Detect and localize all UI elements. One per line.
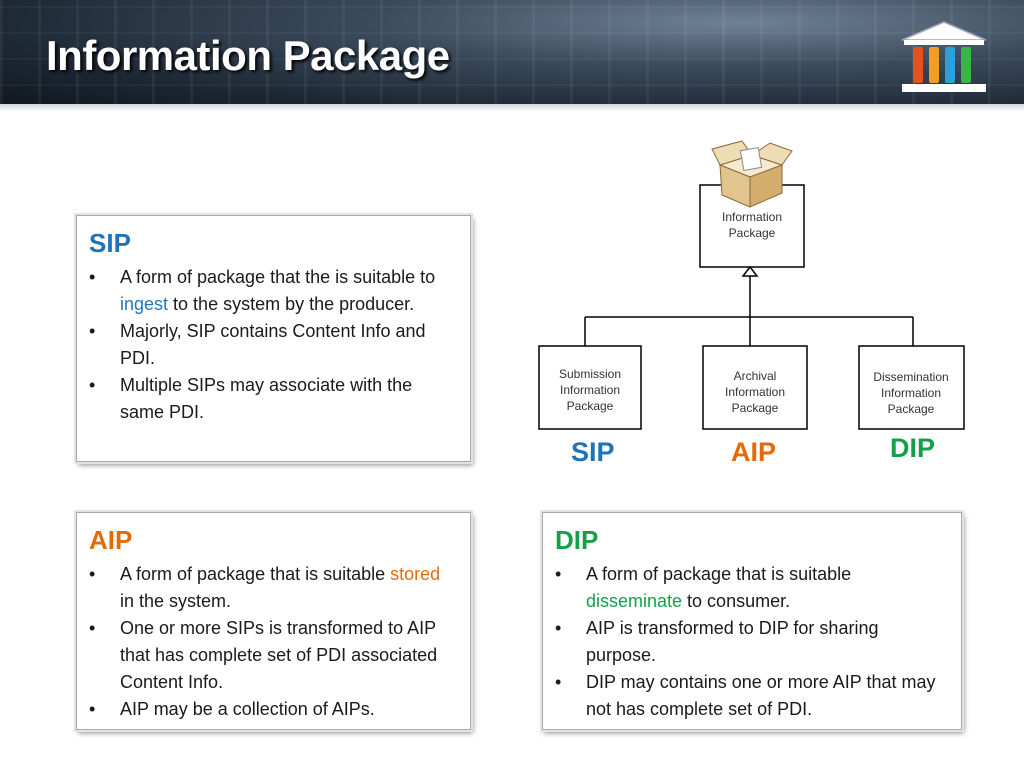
stored-highlight: stored xyxy=(390,564,441,584)
dip-description-box: DIP •A form of package that is suitable … xyxy=(542,512,962,730)
institution-building-icon xyxy=(901,21,987,92)
sip-box-line1: Submission xyxy=(559,367,621,381)
list-item: •DIP may contains one or more AIP that m… xyxy=(555,672,936,719)
aip-bullet-list: •A form of package that is suitable stor… xyxy=(89,561,458,723)
sip-bullet-list: •A form of package that the is suitable … xyxy=(89,264,458,426)
list-item: •Majorly, SIP contains Content Info and … xyxy=(89,321,426,368)
list-item: •A form of package that is suitable stor… xyxy=(89,564,441,611)
aip-description-box: AIP •A form of package that is suitable … xyxy=(76,512,471,730)
root-line2: Package xyxy=(729,226,776,240)
dip-box-line3: Package xyxy=(888,402,935,416)
aip-package-box xyxy=(702,345,808,430)
list-item: •One or more SIPs is transformed to AIP … xyxy=(89,618,438,692)
open-box-icon xyxy=(711,140,793,208)
root-line1: Information xyxy=(722,210,782,224)
dip-box-line2: Information xyxy=(881,386,941,400)
sip-package-box xyxy=(538,345,642,430)
diagram-label-dip: DIP xyxy=(890,433,936,463)
dip-bullet-list: •A form of package that is suitable diss… xyxy=(555,561,949,723)
slide-title: Information Package xyxy=(46,32,450,79)
aip-heading: AIP xyxy=(89,525,133,555)
list-item: •AIP is transformed to DIP for sharing p… xyxy=(555,618,879,665)
sip-description-box: SIP •A form of package that the is suita… xyxy=(76,215,471,462)
sip-box-line2: Information xyxy=(560,383,620,397)
inheritance-arrow xyxy=(741,265,759,277)
dip-heading: DIP xyxy=(555,525,599,555)
aip-box-line3: Package xyxy=(732,401,779,415)
list-item: •AIP may be a collection of AIPs. xyxy=(89,699,375,719)
list-item: •A form of package that is suitable diss… xyxy=(555,564,852,611)
sip-box-line3: Package xyxy=(567,399,614,413)
diagram-label-sip: SIP xyxy=(571,437,615,467)
list-item: •A form of package that the is suitable … xyxy=(89,267,436,314)
title-banner: Information Package xyxy=(0,0,1024,112)
aip-box-line1: Archival xyxy=(734,369,777,383)
ingest-highlight: ingest xyxy=(120,294,169,314)
dip-package-box xyxy=(858,345,965,430)
list-item: •Multiple SIPs may associate with the sa… xyxy=(89,375,413,422)
dip-box-line1: Dissemination xyxy=(873,370,948,384)
information-package-diagram: Information Package Submission Informati… xyxy=(520,135,990,485)
aip-box-line2: Information xyxy=(725,385,785,399)
diagram-label-aip: AIP xyxy=(731,437,777,467)
sip-heading: SIP xyxy=(89,228,131,258)
disseminate-highlight: disseminate xyxy=(586,591,683,611)
